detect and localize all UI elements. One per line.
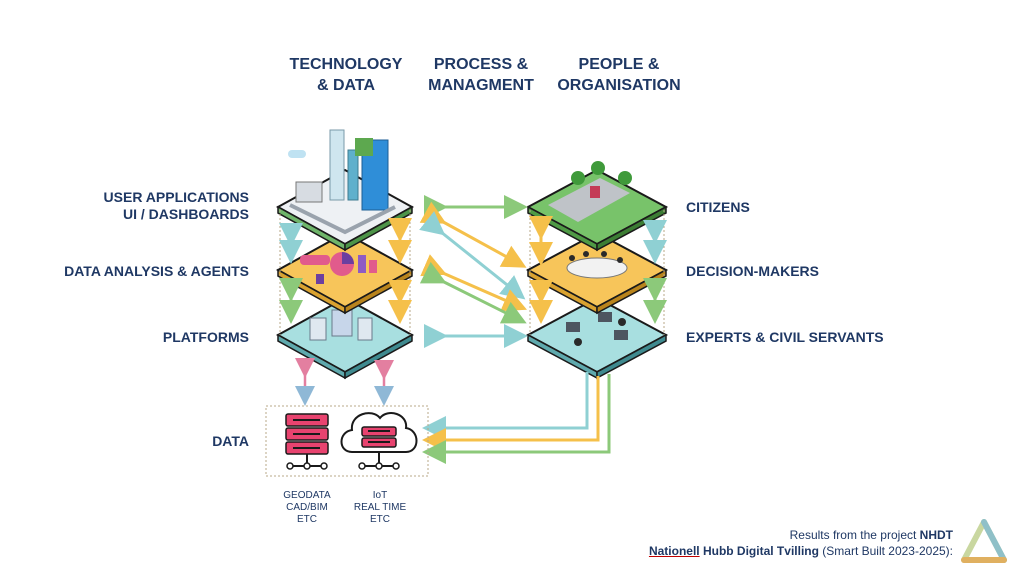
header-line: PROCESS & xyxy=(433,56,529,73)
label-data-analysis: DATA ANALYSIS & AGENTS xyxy=(64,263,249,279)
credit-line-1: Results from the project NHDT xyxy=(553,528,953,543)
caption-line: GEODATA xyxy=(283,490,331,501)
credit-suffix: (Smart Built 2023-2025): xyxy=(818,544,953,558)
cloud-server-icon xyxy=(340,412,418,470)
caption-line: CAD/BIM xyxy=(286,502,328,513)
left-analysis-tile xyxy=(275,231,415,315)
header-line: TECHNOLOGY xyxy=(289,56,403,73)
credit-line-2: Nationell Hubb Digital Tvilling (Smart B… xyxy=(533,544,953,559)
label-line: USER APPLICATIONS xyxy=(103,189,249,205)
header-technology-data: TECHNOLOGY & DATA xyxy=(271,54,421,96)
caption-line: REAL TIME xyxy=(353,502,407,513)
header-process-management: PROCESS & MANAGMENT xyxy=(406,54,556,96)
right-vertical-arrows xyxy=(529,216,667,324)
label-data: DATA xyxy=(212,433,249,449)
server-icon xyxy=(285,413,329,470)
left-vertical-arrows xyxy=(279,218,412,324)
header-line: ORGANISATION xyxy=(557,77,681,94)
label-line: UI / DASHBOARDS xyxy=(122,206,249,222)
right-experts-tile xyxy=(525,296,669,380)
header-line: MANAGMENT xyxy=(428,77,534,94)
credit-project-name-a: Nationell xyxy=(648,544,700,558)
header-line: PEOPLE & xyxy=(578,56,660,73)
data-sources-box xyxy=(265,405,429,477)
project-logo-icon xyxy=(961,519,1007,563)
caption-geodata: GEODATA CAD/BIM ETC xyxy=(267,490,347,526)
label-decision-makers: DECISION-MAKERS xyxy=(686,263,820,279)
right-citizens-tile xyxy=(525,161,669,252)
credit-project-name-b: Hubb Digital Tvilling xyxy=(699,544,819,558)
caption-line: ETC xyxy=(297,514,317,525)
label-platforms: PLATFORMS xyxy=(162,329,249,345)
caption-iot: IoT REAL TIME ETC xyxy=(340,490,420,526)
cross-connector-arrows xyxy=(419,195,528,348)
return-lines-to-data xyxy=(422,372,611,464)
right-decision-tile xyxy=(525,231,669,315)
header-line: & DATA xyxy=(316,77,376,94)
credit-project-code: NHDT xyxy=(919,528,953,542)
left-user-apps-tile xyxy=(275,129,415,252)
left-platforms-tile xyxy=(275,296,415,380)
caption-line: IoT xyxy=(372,490,388,501)
header-people-organisation: PEOPLE & ORGANISATION xyxy=(544,54,694,96)
credit-prefix: Results from the project xyxy=(789,528,920,542)
label-user-applications: USER APPLICATIONS UI / DASHBOARDS xyxy=(104,189,249,223)
platform-data-arrows xyxy=(295,358,394,406)
label-citizens: CITIZENS xyxy=(686,199,750,215)
label-experts: EXPERTS & CIVIL SERVANTS xyxy=(686,329,884,345)
caption-line: ETC xyxy=(370,514,390,525)
